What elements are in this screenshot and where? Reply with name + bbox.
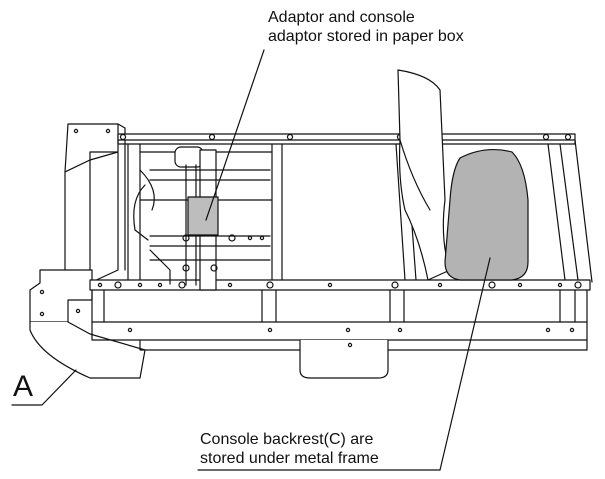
callout-backrest: Console backrest(C) are stored under met… (200, 430, 379, 468)
leader-line-adaptor (205, 49, 265, 221)
frame-base (91, 321, 588, 379)
paper-box-sheet (397, 69, 451, 281)
callout-adaptor-line2: adaptor stored in paper box (268, 28, 464, 45)
frame-front-posts (91, 289, 588, 323)
callout-adaptor: Adaptor and console adaptor stored in pa… (268, 8, 464, 46)
leader-line-a (11, 369, 77, 406)
frame-front-rail (89, 279, 591, 291)
callout-backrest-line1: Console backrest(C) are (200, 431, 374, 448)
end-cap-a (29, 123, 146, 379)
adaptor-mechanism (133, 146, 271, 291)
frame-top-rail (117, 133, 576, 145)
console-backrest (444, 148, 529, 281)
view-label-a: A (13, 370, 34, 403)
callout-adaptor-line1: Adaptor and console (268, 9, 415, 26)
callout-backrest-line2: stored under metal frame (200, 450, 379, 467)
leader-line-backrest (439, 257, 491, 471)
